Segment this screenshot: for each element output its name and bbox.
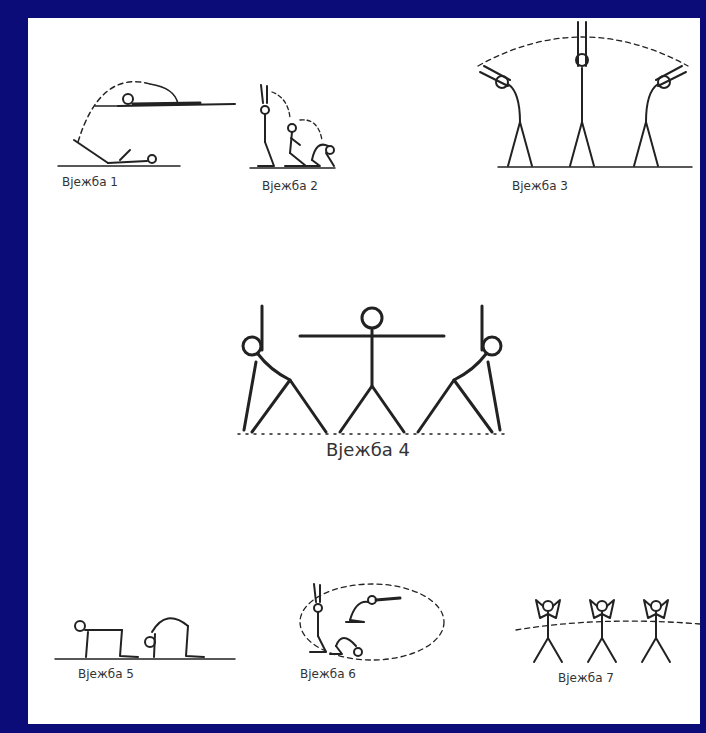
- exercise-7-figure: [516, 600, 700, 662]
- exercise-label: Вјежба 5: [78, 668, 134, 681]
- exercise-label: Вјежба 6: [300, 668, 356, 681]
- exercise-2-figure: [250, 85, 335, 168]
- exercise-5-figure: [55, 618, 235, 659]
- exercise-label: Вјежба 3: [512, 180, 568, 193]
- exercise-label: Вјежба 4: [326, 440, 410, 460]
- exercise-label: Вјежба 1: [62, 176, 118, 189]
- exercise-1-figure: [58, 82, 235, 166]
- exercise-3-figure: [478, 22, 692, 167]
- white-panel: [28, 18, 700, 724]
- exercise-4-figure: [238, 306, 510, 434]
- exercise-6-figure: [300, 584, 444, 660]
- exercise-label: Вјежба 2: [262, 180, 318, 193]
- exercise-label: Вјежба 7: [558, 672, 614, 685]
